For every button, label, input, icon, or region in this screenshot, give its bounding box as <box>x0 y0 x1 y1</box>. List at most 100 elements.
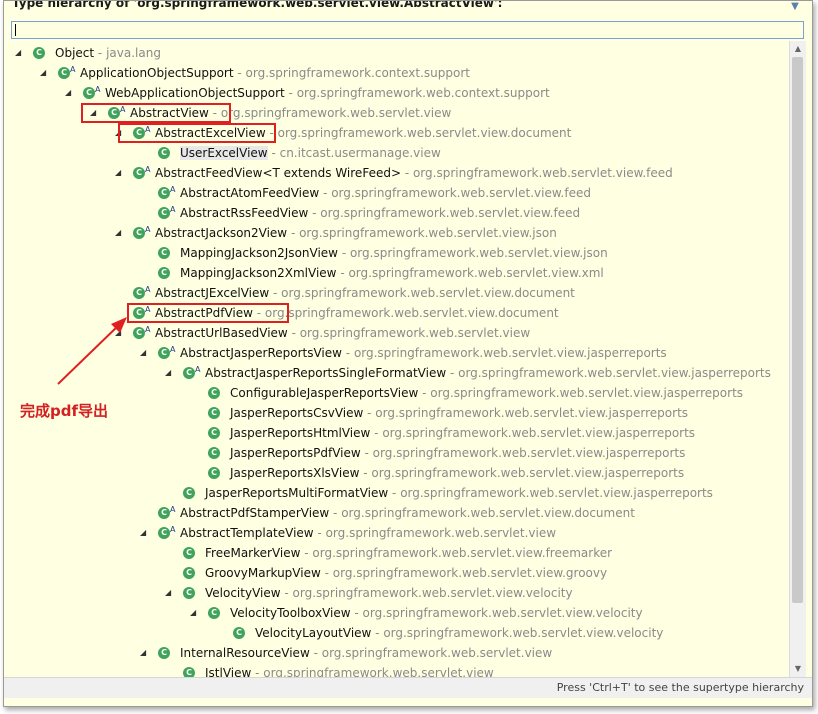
abstract-marker-icon: A <box>145 285 151 294</box>
tree-row[interactable]: C JasperReportsXlsView - org.springframew… <box>190 463 684 483</box>
type-name: AbstractJackson2View <box>155 226 288 240</box>
expand-toggle-icon[interactable]: ◢ <box>15 47 22 57</box>
class-icon: C <box>183 546 195 559</box>
class-icon: C <box>208 386 220 399</box>
expand-toggle-icon[interactable]: ◢ <box>65 87 72 97</box>
status-text: Press 'Ctrl+T' to see the supertype hier… <box>556 681 804 694</box>
separator: - <box>251 666 264 677</box>
expand-toggle-icon[interactable]: ◢ <box>165 587 172 597</box>
package-name: org.springframework.web.servlet.view.fre… <box>312 546 613 560</box>
separator: - <box>94 46 107 60</box>
package-name: org.springframework.web.servlet.view <box>220 106 452 120</box>
class-icon: C <box>208 426 220 439</box>
abstract-marker-icon: A <box>195 365 201 374</box>
expand-toggle-icon[interactable]: ◢ <box>140 347 147 357</box>
package-name: org.springframework.web.servlet.view <box>299 326 531 340</box>
type-name: AbstractView <box>130 106 209 120</box>
vertical-scrollbar[interactable]: ▲ ▼ <box>789 41 806 677</box>
package-name: org.springframework.web.servlet.view.jas… <box>371 466 685 480</box>
type-name: JasperReportsXlsView <box>230 466 360 480</box>
type-name: AbstractExcelView <box>155 126 266 140</box>
type-name: ApplicationObjectSupport <box>80 66 234 80</box>
separator: - <box>287 326 300 340</box>
separator: - <box>252 306 265 320</box>
type-name: JasperReportsMultiFormatView <box>205 486 389 500</box>
package-name: org.springframework.web.servlet.view.jso… <box>349 246 608 260</box>
type-name: WebApplicationObjectSupport <box>105 86 285 100</box>
scroll-down-icon[interactable]: ▼ <box>794 664 802 673</box>
type-name: AbstractTemplateView <box>180 526 314 540</box>
type-name: FreeMarkerView <box>205 546 301 560</box>
separator: - <box>359 466 372 480</box>
expand-toggle-icon[interactable]: ◢ <box>115 167 122 177</box>
type-name: JstlView <box>205 666 252 677</box>
package-name: org.springframework.web.servlet.view.doc… <box>341 506 635 520</box>
separator: - <box>269 286 282 300</box>
separator: - <box>309 646 322 660</box>
expand-toggle-icon[interactable]: ◢ <box>140 647 147 657</box>
class-icon: C <box>158 646 170 659</box>
expand-toggle-icon[interactable]: ◢ <box>165 367 172 377</box>
expand-toggle-icon[interactable]: ◢ <box>90 107 97 117</box>
type-name: AbstractJasperReportsSingleFormatView <box>205 366 447 380</box>
abstract-marker-icon: A <box>170 185 176 194</box>
scrollbar-thumb[interactable] <box>792 57 803 603</box>
package-name: org.springframework.web.servlet.view.fee… <box>320 206 581 220</box>
filter-input[interactable] <box>11 21 804 39</box>
type-name: MappingJackson2JsonView <box>180 246 338 260</box>
class-icon: C <box>83 86 95 99</box>
expand-toggle-icon[interactable]: ◢ <box>40 67 47 77</box>
class-icon: C <box>158 526 170 539</box>
class-icon: C <box>158 206 170 219</box>
expand-toggle-icon[interactable]: ◢ <box>115 227 122 237</box>
expand-toggle-icon[interactable]: ◢ <box>115 327 122 337</box>
class-icon: C <box>158 246 170 259</box>
separator: - <box>336 266 349 280</box>
package-name: org.springframework.web.servlet.view.fee… <box>412 166 673 180</box>
expand-toggle-icon[interactable]: ◢ <box>140 527 147 537</box>
type-name: VelocityLayoutView <box>255 626 372 640</box>
type-name: ConfigurableJasperReportsView <box>230 386 419 400</box>
triangle-down-icon[interactable]: ▼ <box>791 1 799 12</box>
class-icon: C <box>208 406 220 419</box>
class-icon: C <box>133 326 145 339</box>
scroll-up-icon[interactable]: ▲ <box>794 44 802 53</box>
class-icon: C <box>133 226 145 239</box>
highlight-box-abstractview <box>81 103 231 123</box>
package-name: org.springframework.web.servlet.view.jas… <box>382 426 696 440</box>
class-icon: C <box>208 466 220 479</box>
expand-toggle-icon[interactable]: ◢ <box>190 607 197 617</box>
separator: - <box>280 586 293 600</box>
